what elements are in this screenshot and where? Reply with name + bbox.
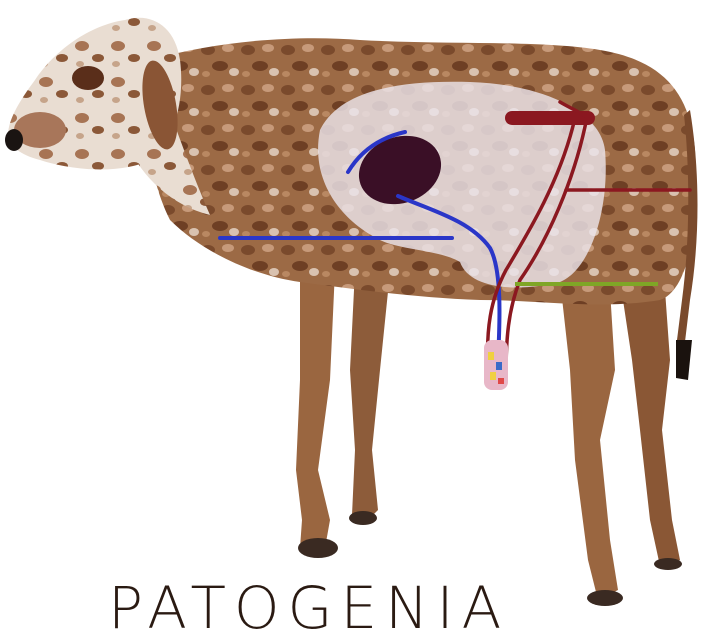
front-right-leg [350,270,390,520]
hoof-icon [587,590,623,606]
eye-icon [72,66,104,90]
page-title: PATOGENIA [108,578,528,638]
nose-icon [5,129,23,151]
hoof-icon [298,538,338,558]
umbilical-cord-icon [484,340,508,390]
hoof-icon [654,558,682,570]
front-left-leg [296,268,335,548]
calf-diagram [0,0,708,613]
hind-left-leg [560,280,618,600]
hind-right-leg [620,280,680,566]
hoof-icon [349,511,377,525]
tail-tuft [676,340,692,380]
